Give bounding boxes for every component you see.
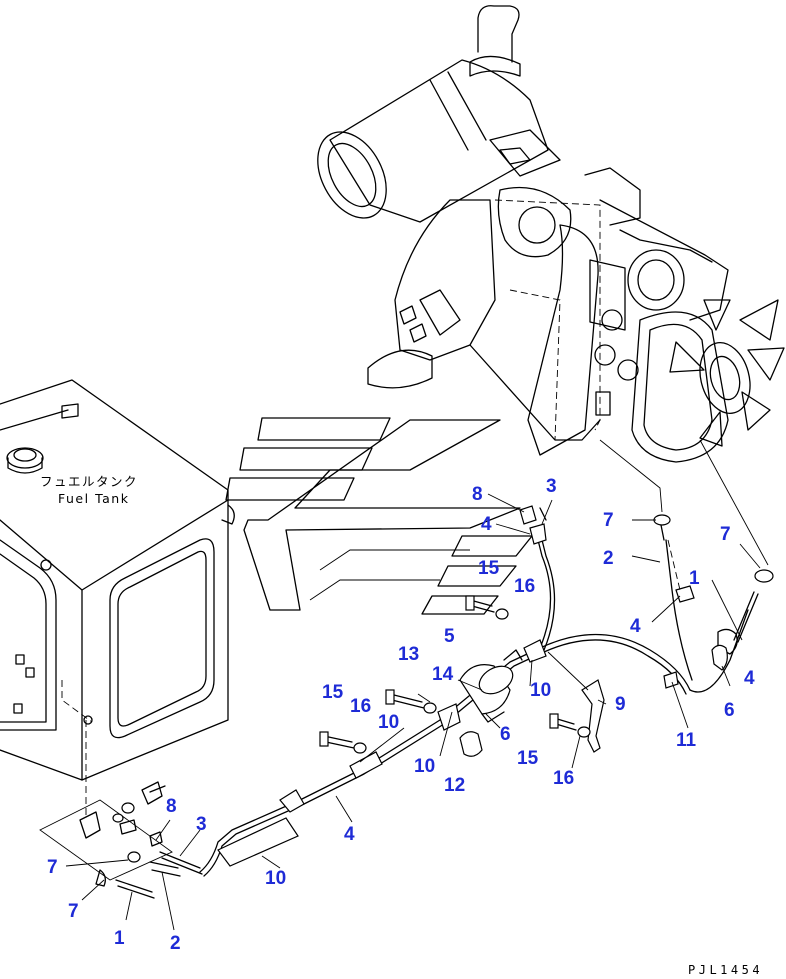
- drawing-code: PJL1454: [688, 963, 763, 977]
- tank-label-jp: フュエルタンク: [40, 474, 138, 489]
- callout-10: 10: [378, 712, 399, 733]
- callout-9: 9: [615, 694, 626, 715]
- callout-15: 15: [478, 558, 500, 579]
- callout-7: 7: [47, 857, 58, 878]
- callout-2: 2: [603, 548, 614, 569]
- callouts: 8 3 4 15 16 5 13 14 10 6 15 16 10 10 12 …: [47, 476, 755, 954]
- callout-7: 7: [720, 524, 731, 545]
- tank-fittings: [39, 715, 203, 899]
- callout-15: 15: [322, 682, 344, 703]
- callout-1: 1: [114, 928, 125, 949]
- callout-2: 2: [170, 933, 181, 954]
- callout-13: 13: [398, 644, 419, 665]
- callout-10: 10: [530, 680, 551, 701]
- callout-15: 15: [517, 748, 539, 769]
- callout-12: 12: [444, 775, 465, 796]
- callout-10: 10: [414, 756, 435, 777]
- fuel-tank: フュエルタンク Fuel Tank: [0, 379, 235, 781]
- callout-14: 14: [432, 664, 454, 685]
- engine-assembly: [317, 5, 785, 566]
- callout-10: 10: [265, 868, 286, 889]
- chevron-direction-symbol: [225, 417, 533, 615]
- tank-label-en: Fuel Tank: [58, 491, 129, 506]
- callout-16: 16: [350, 696, 371, 717]
- leader-lines: [65, 493, 761, 931]
- callout-16: 16: [553, 768, 574, 789]
- callout-3: 3: [196, 814, 207, 835]
- callout-4: 4: [630, 616, 641, 637]
- callout-3: 3: [546, 476, 557, 497]
- callout-4: 4: [344, 824, 355, 845]
- callout-7: 7: [68, 901, 79, 922]
- callout-4: 4: [744, 668, 755, 689]
- callout-6: 6: [500, 724, 511, 745]
- fuel-line-assembly: [199, 505, 774, 877]
- callout-1: 1: [689, 568, 700, 589]
- callout-8: 8: [472, 484, 483, 505]
- callout-4: 4: [481, 514, 492, 535]
- callout-7: 7: [603, 510, 614, 531]
- callout-11: 11: [676, 730, 697, 751]
- callout-16: 16: [514, 576, 535, 597]
- callout-5: 5: [444, 626, 455, 647]
- callout-6: 6: [724, 700, 735, 721]
- callout-8: 8: [166, 796, 177, 817]
